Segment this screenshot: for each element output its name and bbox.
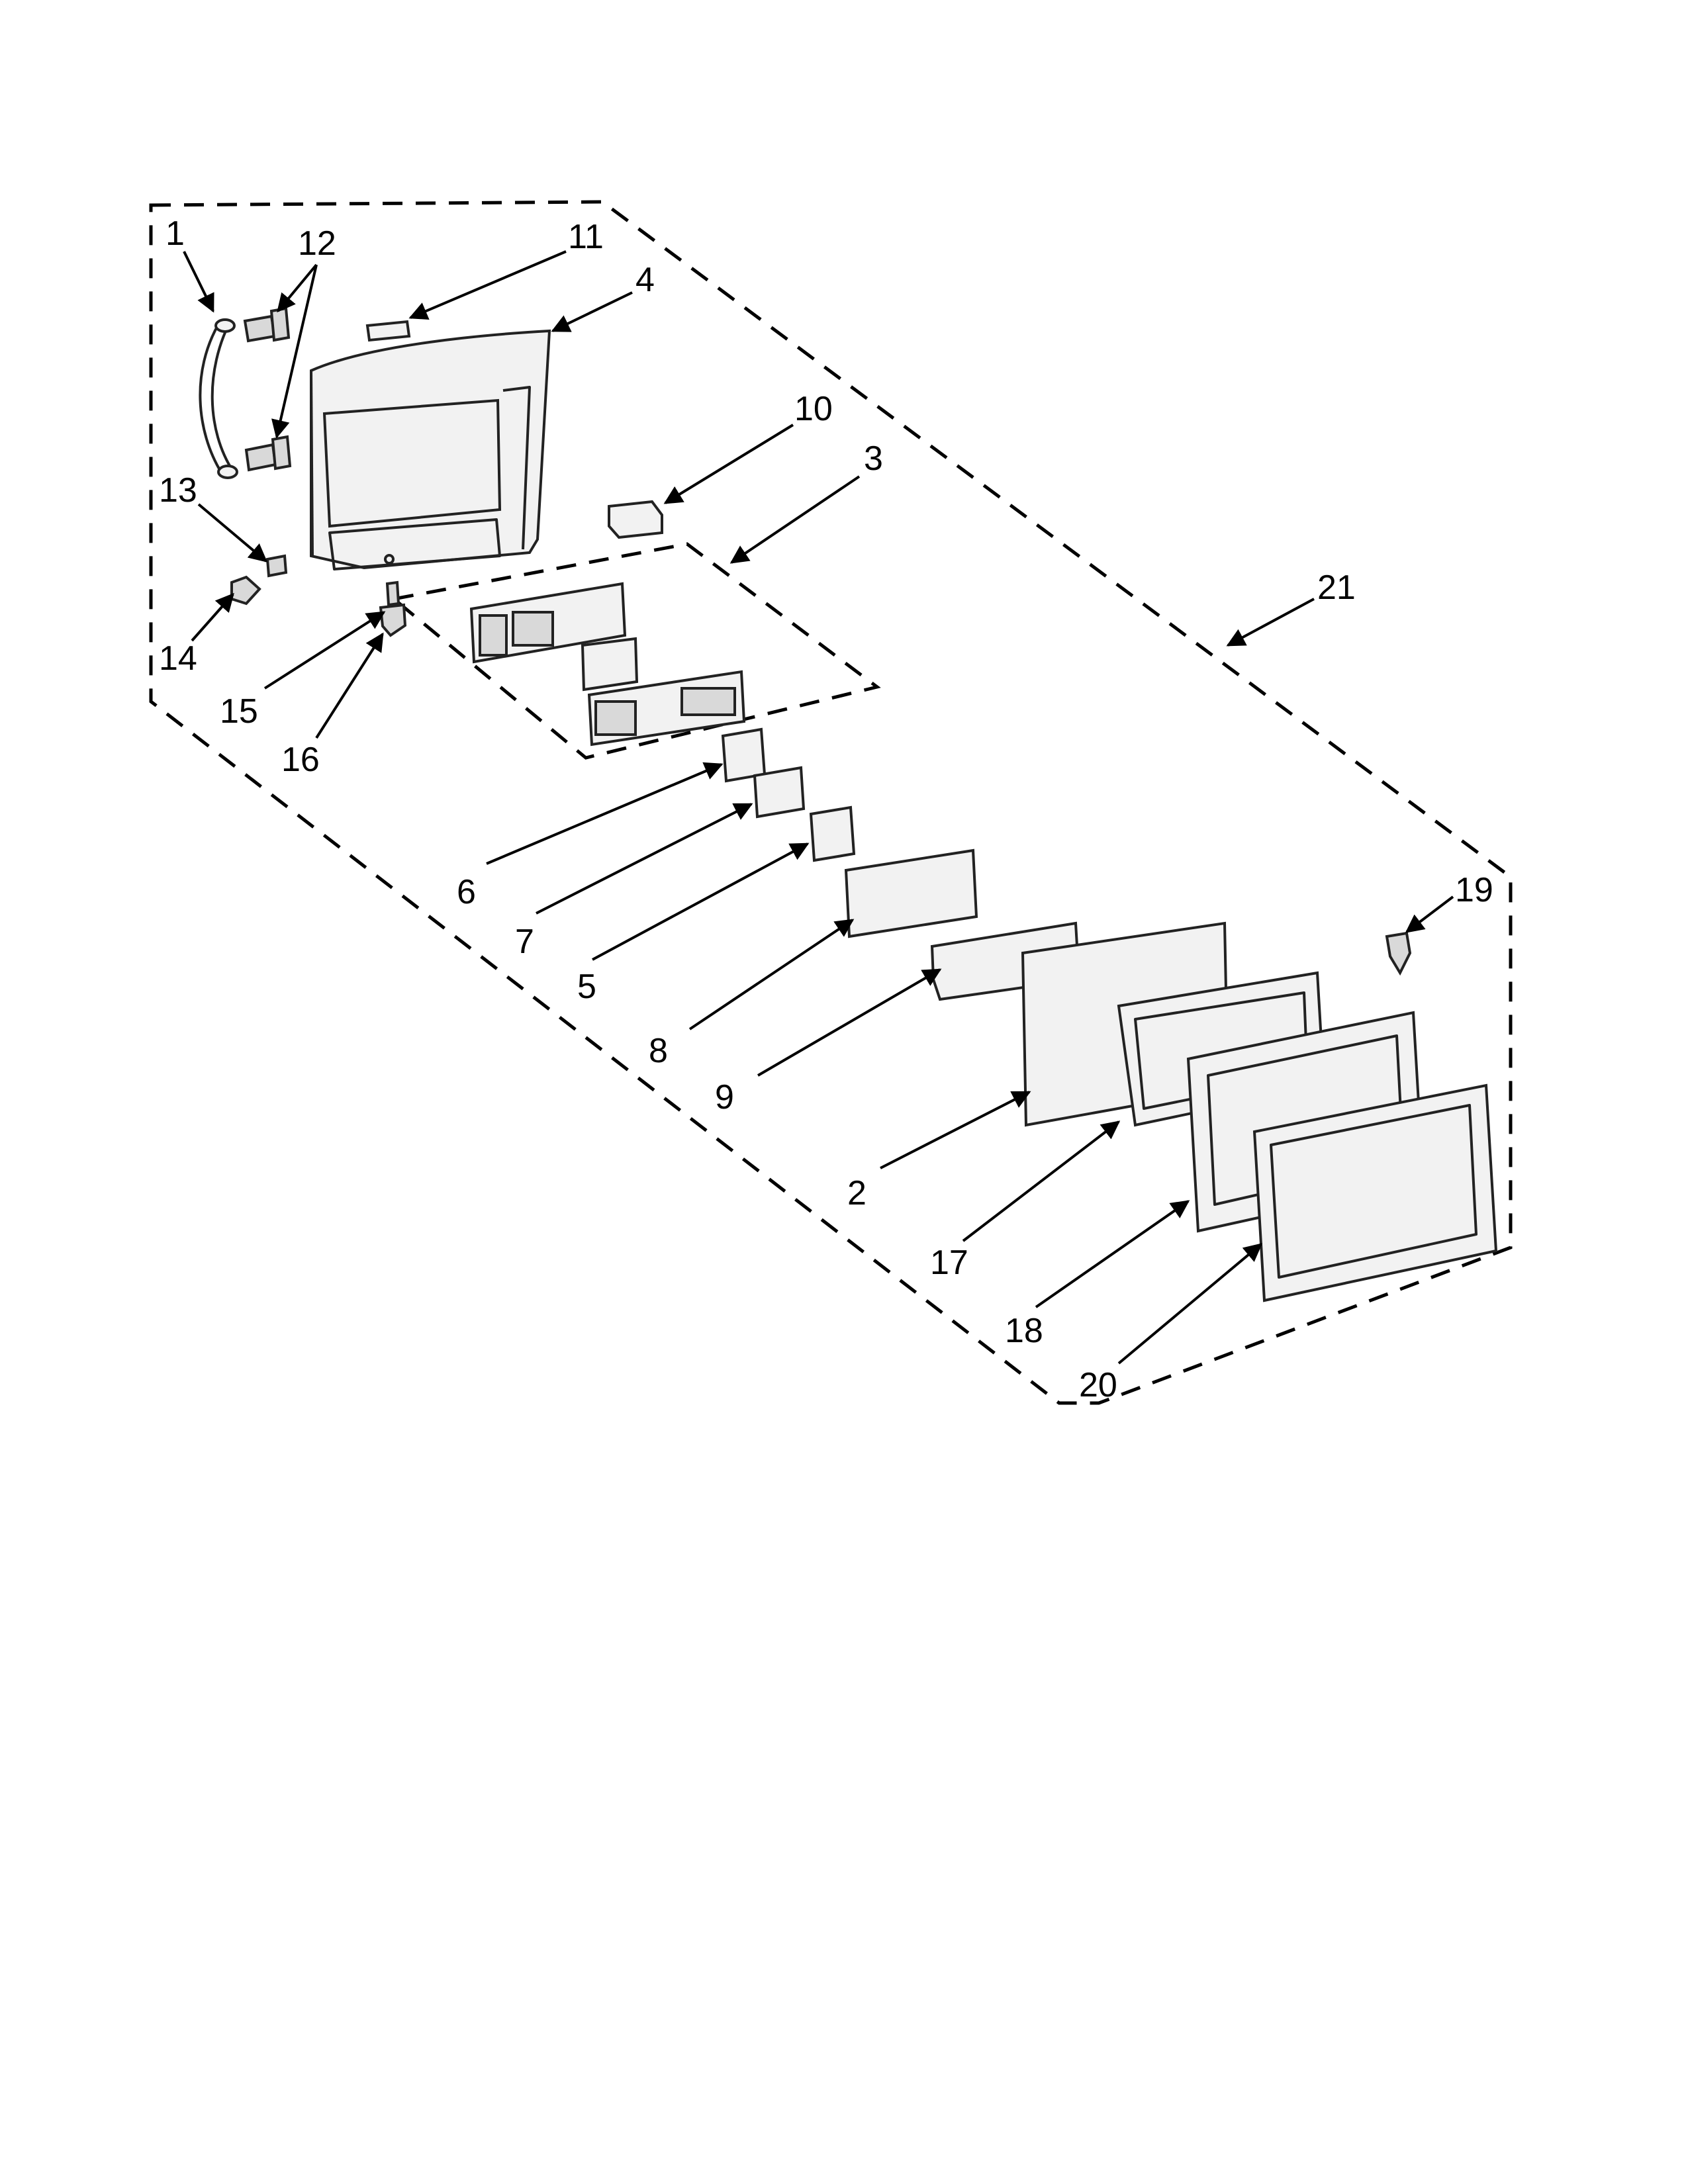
board-6-part <box>721 727 767 783</box>
callout-6: 6 <box>457 873 476 911</box>
callout-11: 11 <box>568 218 604 256</box>
callout-12: 12 <box>298 224 336 263</box>
clip-part <box>265 554 288 578</box>
control-board-part <box>844 848 978 938</box>
handle-screws-part <box>243 306 292 472</box>
callout-15: 15 <box>220 692 258 731</box>
callout-3: 3 <box>864 439 883 478</box>
callout-5: 5 <box>577 968 596 1006</box>
callout-13: 13 <box>159 471 197 510</box>
leader-lines <box>183 250 1454 1365</box>
handle-part <box>199 318 238 479</box>
callout-1: 1 <box>165 214 185 253</box>
callout-14: 14 <box>159 639 197 678</box>
callout-18: 18 <box>1005 1312 1043 1350</box>
callout-16: 16 <box>281 741 320 779</box>
callout-20: 20 <box>1079 1366 1117 1404</box>
door-panel-part <box>310 329 551 570</box>
control-panel-part <box>469 582 746 747</box>
callout-2: 2 <box>847 1174 867 1212</box>
callout-21: 21 <box>1317 569 1356 607</box>
control-panel-group-outline <box>390 542 881 760</box>
assembly-boundary-outline <box>149 200 1513 1405</box>
callout-10: 10 <box>794 390 833 428</box>
callout-9: 9 <box>715 1078 734 1116</box>
door-screw-part <box>379 603 407 637</box>
board-7-part <box>753 766 806 819</box>
callout-8: 8 <box>649 1032 668 1070</box>
callout-labels: 1 12 11 4 10 3 21 13 14 15 16 6 7 5 8 9 … <box>159 214 1493 1404</box>
callout-7: 7 <box>515 923 534 961</box>
latch-part <box>385 580 400 607</box>
callout-19: 19 <box>1455 871 1493 909</box>
hinge-screw-part <box>230 575 261 606</box>
bracket-part <box>608 500 663 539</box>
label-part <box>365 320 411 342</box>
callout-4: 4 <box>635 261 655 299</box>
board-5-part <box>809 805 856 862</box>
callout-17: 17 <box>930 1244 968 1282</box>
frame-screw-part <box>1385 931 1412 976</box>
